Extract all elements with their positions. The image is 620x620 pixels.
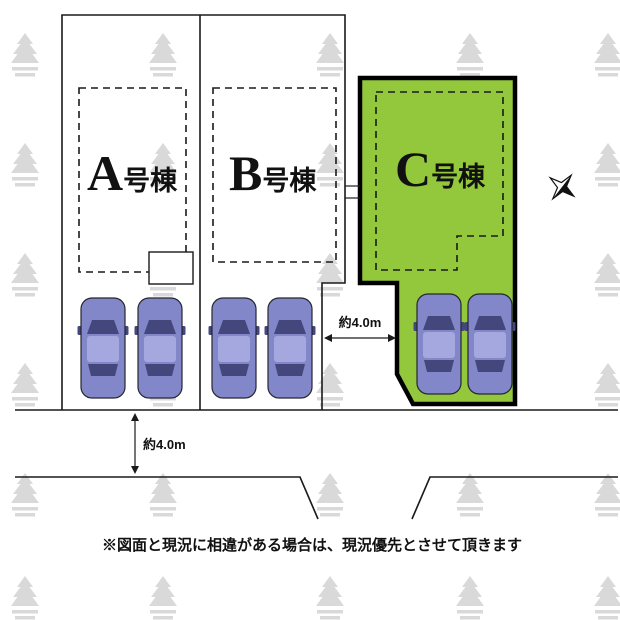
lot-b-footprint: [212, 87, 337, 263]
lot-a-label: A号棟: [87, 145, 178, 201]
car: [207, 297, 261, 399]
north-arrow-icon: [548, 173, 576, 201]
watermark-logo: [456, 33, 484, 77]
lot-c-footprint: [375, 91, 504, 271]
arrowhead-down-icon: [131, 466, 139, 474]
watermark-logo: [594, 33, 620, 77]
lot-a-boundary: [61, 14, 200, 410]
lot-c-suffix: 号棟: [431, 162, 486, 192]
road-edge-far-right: [411, 476, 618, 520]
lot-c-letter: C: [395, 141, 431, 197]
dimension-label-front-road: 約4.0m: [143, 437, 186, 452]
watermark-logo: [316, 33, 344, 77]
lot-c-label: C号棟: [395, 141, 486, 197]
car: [133, 297, 187, 399]
watermark-logo: [149, 33, 177, 77]
watermark-logo: [11, 253, 39, 297]
dimension-front-road: 約4.0m: [131, 413, 186, 474]
lot-b-label: B号棟: [229, 145, 317, 201]
watermark-logo: [594, 253, 620, 297]
watermark-logo: [11, 576, 39, 620]
watermark-logo: [594, 473, 620, 517]
lot-a-letter: A: [87, 145, 123, 201]
watermark-logo: [594, 143, 620, 187]
watermark-logo: [456, 576, 484, 620]
car: [76, 297, 130, 399]
road-edge-far-left: [15, 476, 319, 520]
watermark-logo: [316, 363, 344, 407]
car: [263, 297, 317, 399]
watermark-logo: [316, 473, 344, 517]
watermark-logo: [594, 363, 620, 407]
dimension-label-between-lots: 約4.0m: [339, 315, 382, 330]
dimension-between-lots: 約4.0m: [324, 315, 396, 342]
watermark-logo: [149, 473, 177, 517]
watermark-logo: [456, 473, 484, 517]
watermark-logo: [316, 143, 344, 187]
watermark-logo: [316, 576, 344, 620]
watermark-logo: [11, 473, 39, 517]
watermark-logo: [11, 33, 39, 77]
arrowhead-left-icon: [324, 334, 332, 342]
watermark-logo: [316, 253, 344, 297]
lot-a-footprint: [78, 87, 187, 273]
watermark-logo: [11, 143, 39, 187]
lot-b-letter: B: [229, 145, 262, 201]
lot-b-suffix: 号棟: [262, 166, 317, 196]
watermark-logo: [594, 576, 620, 620]
lot-a-suffix: 号棟: [123, 166, 178, 196]
watermark-logo: [149, 576, 177, 620]
arrowhead-right-icon: [388, 334, 396, 342]
lot-a-porch: [148, 251, 194, 285]
disclaimer-text: ※図面と現況に相違がある場合は、現況優先とさせて頂きます: [102, 536, 522, 554]
watermark-logo: [11, 363, 39, 407]
arrowhead-up-icon: [131, 413, 139, 421]
lot-b-boundary: [200, 14, 346, 410]
car: [463, 293, 517, 395]
car: [412, 293, 466, 395]
